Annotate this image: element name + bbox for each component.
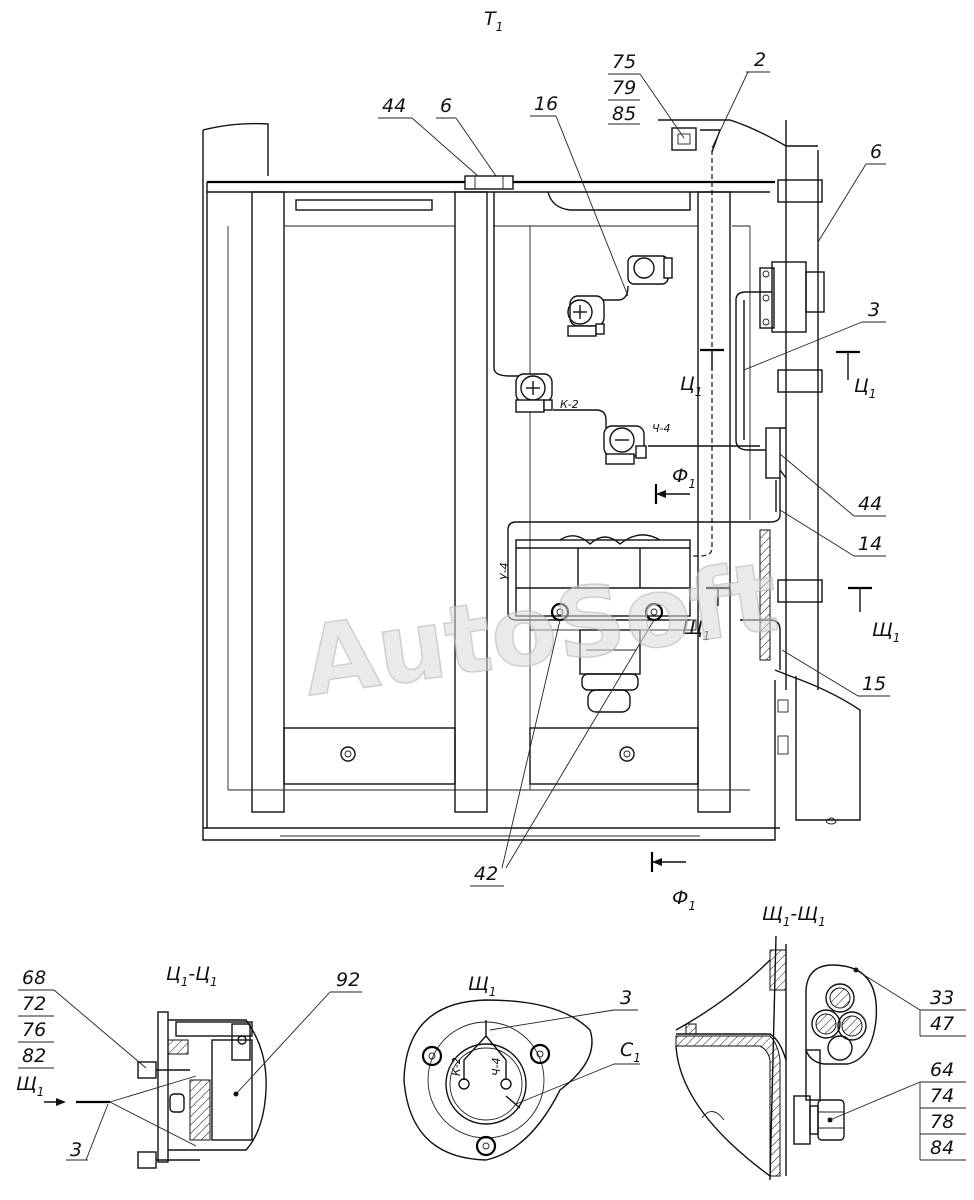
view-title: Т1 [484, 8, 503, 34]
wire-label-k2: К-2 [560, 398, 579, 411]
callout-75-79-85: 75 79 85 [608, 51, 685, 139]
svg-text:72: 72 [22, 993, 46, 1015]
callout-44-right: 44 [779, 453, 886, 517]
callout-14: 14 [779, 509, 886, 557]
svg-text:15: 15 [862, 673, 886, 695]
section-mark-phi-bottom: Ф1 [650, 852, 696, 913]
section-shch-shch-title: Щ1-Щ1 [762, 903, 826, 929]
svg-text:68: 68 [22, 967, 46, 989]
section-shch-wire-ch4: Ч-4 [490, 1057, 503, 1076]
section-shch-wire-k2: К-2 [450, 1057, 463, 1076]
section-shch-title: Щ1 [468, 973, 496, 999]
callout-6-top: 6 [436, 95, 497, 177]
section-shch-callout-3: 3 [620, 987, 632, 1009]
battery-terminal-upper [567, 255, 673, 337]
svg-text:2: 2 [754, 49, 766, 71]
wire-label-ch4: Ч-4 [652, 422, 671, 435]
svg-text:84: 84 [930, 1137, 954, 1159]
callout-42: 42 [470, 619, 655, 887]
svg-text:14: 14 [858, 533, 882, 555]
svg-text:33: 33 [930, 987, 954, 1009]
svg-text:Щ1: Щ1 [872, 619, 900, 645]
svg-text:3: 3 [868, 299, 880, 321]
svg-text:78: 78 [930, 1111, 954, 1133]
section-ts-title: Ц1-Ц1 [166, 963, 218, 989]
callout-stack-64-84: 64 74 78 84 [919, 1059, 966, 1161]
svg-text:85: 85 [612, 103, 636, 125]
svg-text:79: 79 [612, 77, 636, 99]
connector-block [515, 534, 697, 631]
section-ts-callout-3: 3 [70, 1139, 82, 1161]
watermark: AutoSoft [296, 541, 784, 718]
callout-15: 15 [781, 649, 890, 697]
callout-6-right: 6 [817, 141, 886, 243]
svg-text:44: 44 [858, 493, 882, 515]
section-mark-shch-right: Щ1 [848, 586, 900, 645]
battery-terminal-k2 [515, 373, 553, 413]
section-ts-ts: Ц1-Ц1 68 72 76 82 92 Щ1 [16, 963, 362, 1169]
svg-text:47: 47 [930, 1013, 954, 1035]
callout-stack-33-47: 33 47 [919, 987, 966, 1037]
svg-text:Ф1: Ф1 [672, 465, 696, 491]
battery-terminal-ch4 [603, 425, 647, 465]
section-mark-phi-top: Ф1 [654, 465, 696, 504]
svg-text:Ц1: Ц1 [854, 375, 876, 401]
section-mark-ts-right: Ц1 [836, 350, 876, 401]
svg-text:64: 64 [930, 1059, 954, 1081]
svg-text:74: 74 [930, 1085, 954, 1107]
svg-text:Ц1: Ц1 [680, 373, 702, 399]
svg-text:Щ1: Щ1 [682, 617, 710, 643]
svg-text:Ф1: Ф1 [672, 887, 696, 913]
section-mark-shch-left: Щ1 [682, 586, 730, 643]
section-shch-shch: Щ1-Щ1 33 47 64 [675, 903, 966, 1181]
callout-92: 92 [336, 969, 360, 991]
svg-text:76: 76 [22, 1019, 46, 1041]
svg-text:82: 82 [22, 1045, 46, 1067]
svg-text:42: 42 [474, 863, 498, 885]
callout-stack-68-82: 68 72 76 82 [18, 967, 147, 1069]
section-shch-view: Щ1 К-2 Ч-4 3 С1 [403, 973, 641, 1161]
callout-2: 2 [711, 49, 770, 149]
svg-text:44: 44 [382, 95, 406, 117]
svg-text:6: 6 [870, 141, 882, 163]
svg-text:6: 6 [440, 95, 452, 117]
wire-label-u4: У-4 [498, 562, 511, 580]
svg-text:75: 75 [612, 51, 636, 73]
main-view: Т1 [202, 8, 900, 913]
section-ts-arrow-label: Щ1 [16, 1073, 44, 1099]
callout-16: 16 [530, 93, 629, 297]
callout-3: 3 [743, 299, 886, 371]
section-shch-callout-c1: С1 [620, 1039, 641, 1065]
section-mark-ts-left: Ц1 [680, 348, 724, 399]
callout-44-top: 44 [378, 95, 479, 177]
svg-text:16: 16 [534, 93, 558, 115]
